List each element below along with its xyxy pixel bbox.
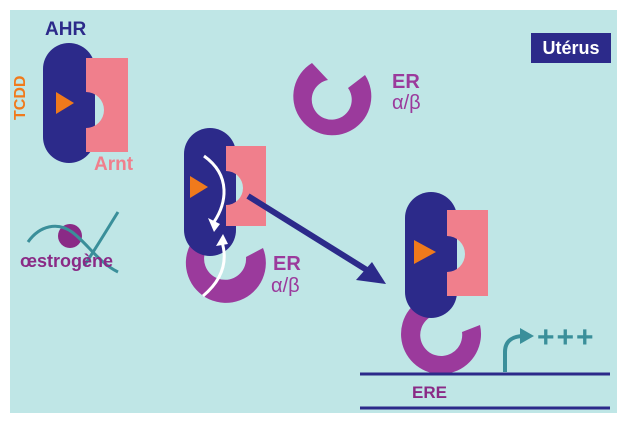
transcription-arrow: [505, 328, 534, 372]
translocation-arrow: [248, 196, 386, 284]
tcdd-label: TCDD: [13, 76, 29, 120]
er-mid-label: ER: [273, 254, 301, 274]
ahr-label: AHR: [45, 20, 86, 39]
complex-ahr-arnt-top: [43, 43, 128, 163]
er-receptor-top: [293, 63, 371, 135]
oestrogene-label: œstrogène: [20, 252, 113, 270]
arnt-label: Arnt: [94, 155, 133, 174]
activation-label: +++: [537, 323, 596, 353]
complex-middle: [184, 128, 266, 303]
er-top-sublabel: α/β: [392, 93, 421, 113]
complex-dna: [401, 192, 488, 374]
ere-label: ERE: [412, 384, 447, 401]
er-top-label: ER: [392, 72, 420, 92]
er-mid-sublabel: α/β: [271, 276, 300, 296]
uterus-badge: Utérus: [531, 33, 611, 63]
